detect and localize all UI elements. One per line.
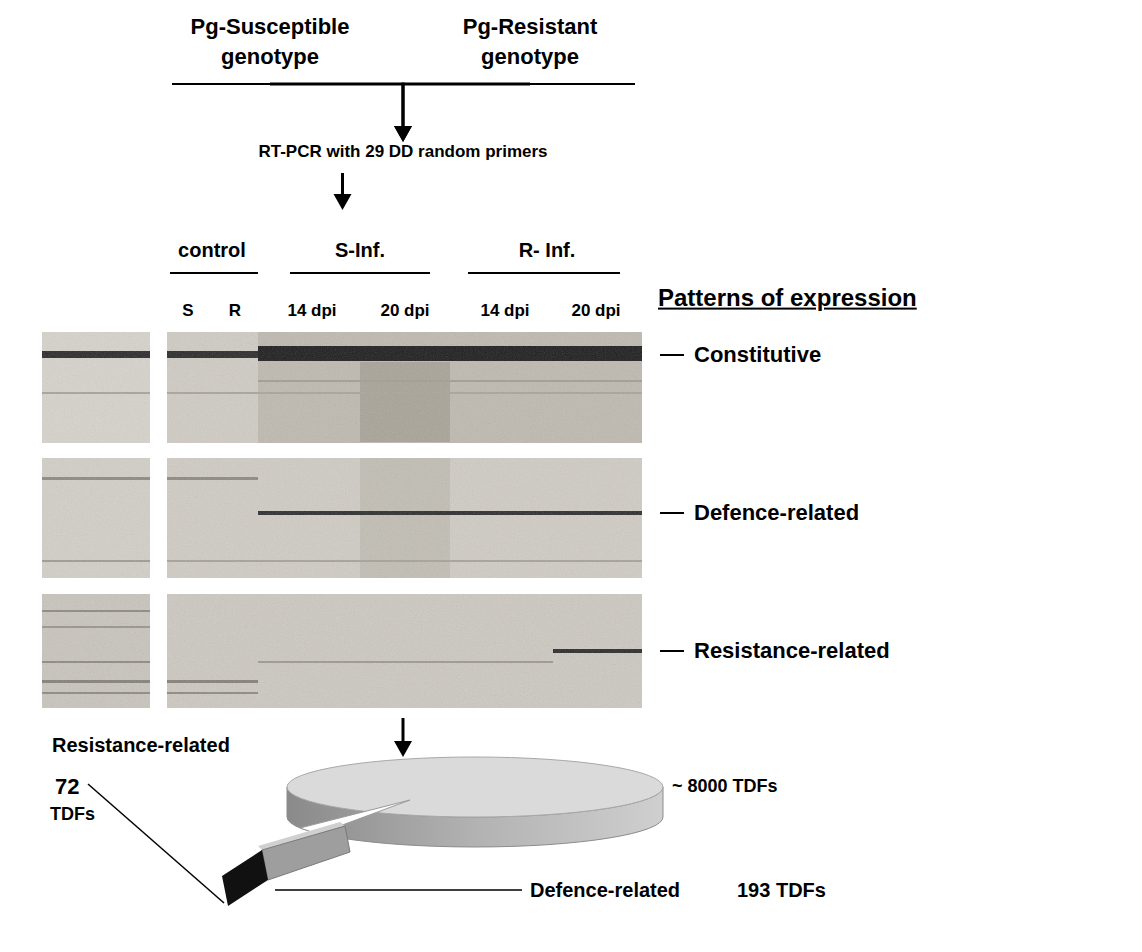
flow-arrow xyxy=(402,718,405,745)
count-label: 193 TDFs xyxy=(737,878,826,902)
lane-label: 14 dpi xyxy=(480,301,529,321)
gel-panel xyxy=(42,458,150,578)
process-text: RT-PCR with 29 DD random primers xyxy=(254,142,552,162)
slice-label: ~ 8000 TDFs xyxy=(672,776,778,798)
gel-panel xyxy=(167,332,642,443)
pie-drawing xyxy=(222,850,268,906)
pie-drawing xyxy=(262,826,350,880)
unit-label: TDFs xyxy=(50,804,95,826)
genotype-label: Pg-Resistant genotype xyxy=(430,12,630,84)
process-step: RT-PCR with 29 DD random primers xyxy=(254,142,552,167)
column-heading: Patterns of expression xyxy=(658,284,917,313)
gel-panel xyxy=(42,332,150,443)
count-label: 72 xyxy=(55,774,79,800)
slice-label: Resistance-related xyxy=(52,733,230,757)
header-underline xyxy=(170,272,258,274)
group-header: S-Inf. xyxy=(335,238,385,262)
flow-arrow xyxy=(341,173,344,198)
slice-label: Defence-related xyxy=(530,878,680,902)
pie-chart: ~ 8000 TDFs xyxy=(220,757,795,907)
gel-panel xyxy=(42,594,150,708)
flow-arrow xyxy=(403,84,530,130)
header-underline xyxy=(468,272,620,274)
leader-line xyxy=(88,784,522,903)
gel-panel xyxy=(167,332,642,443)
pattern-label: Resistance-related xyxy=(694,638,890,664)
gel-panel xyxy=(42,332,642,708)
band-leader xyxy=(660,355,684,651)
gel-panel xyxy=(42,332,150,443)
lane-label: 20 dpi xyxy=(571,301,620,321)
gel-panel xyxy=(42,458,150,578)
gel-panel xyxy=(167,458,642,578)
header-underline xyxy=(170,272,620,274)
gel-panel xyxy=(42,594,150,708)
pattern-label: Defence-related xyxy=(694,500,859,526)
gel-panel xyxy=(167,594,642,708)
lane-label: S xyxy=(182,301,193,321)
band-leader xyxy=(660,512,684,514)
pattern-label: Constitutive xyxy=(694,342,821,368)
flow-arrow xyxy=(270,84,403,130)
lane-label: R xyxy=(229,301,241,321)
genotype-text: Pg-Resistant genotype xyxy=(430,12,630,71)
group-header: control xyxy=(178,238,246,262)
lane-label: 14 dpi xyxy=(287,301,336,321)
gel-figure: controlS R S-Inf. 14 dpi 20 dpi R- Inf. 14 dpi… xyxy=(40,210,645,710)
genotype-label: Pg-Susceptible genotype xyxy=(170,12,370,84)
leader-line xyxy=(88,784,224,903)
leader-line xyxy=(275,889,522,891)
group-header: R- Inf. xyxy=(519,238,576,262)
gel-panel xyxy=(167,458,642,578)
gel-panel xyxy=(167,594,642,708)
lane-label: 20 dpi xyxy=(380,301,429,321)
genotype-text: Pg-Susceptible genotype xyxy=(170,12,370,71)
band-leader xyxy=(660,650,684,652)
pie-drawing xyxy=(287,757,663,817)
header-underline xyxy=(290,272,430,274)
band-leader xyxy=(660,354,684,356)
